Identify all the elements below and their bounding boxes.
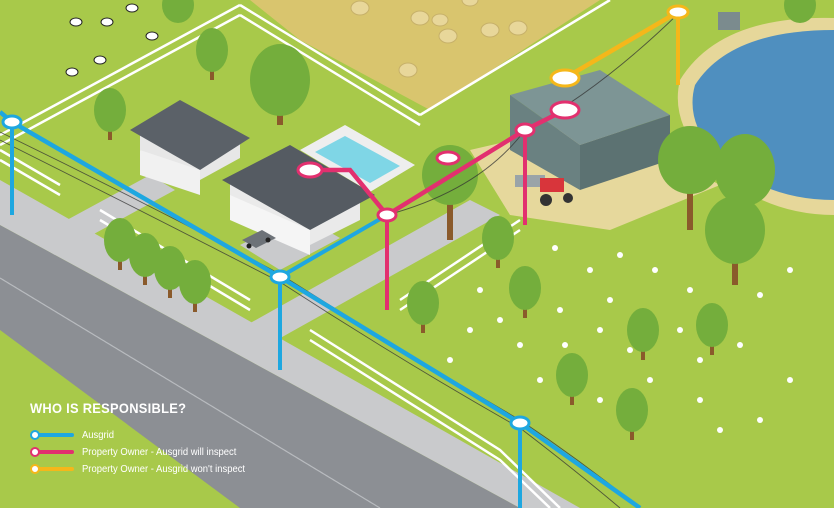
property-owner-not-inspected-line [549,4,690,88]
driveway-main [220,200,500,355]
ausgrid-line [0,110,642,508]
legend-title: WHO IS RESPONSIBLE? [30,400,187,416]
legend-item-owner-not-inspected: Property Owner - Ausgrid won't inspect [30,460,310,477]
property-owner-inspected-line [296,100,581,310]
legend-swatch-yellow [30,463,74,474]
trees [94,0,816,440]
tractor [515,175,573,206]
water-tank [718,12,740,30]
cows [65,3,159,77]
farm-shed [510,70,670,190]
legend-swatch-blue [30,429,74,440]
legend-item-owner-inspected: Property Owner - Ausgrid will inspect [30,443,310,460]
legend-swatch-pink [30,446,74,457]
legend-label: Property Owner - Ausgrid won't inspect [82,462,246,475]
legend-item-ausgrid: Ausgrid [30,426,310,443]
sheep-flock [447,245,793,433]
legend-label: Ausgrid [82,428,115,441]
hay-bales [350,0,528,78]
car [242,230,276,249]
back-house [130,100,250,195]
front-house [222,145,375,255]
swimming-pool [315,136,400,183]
legend-label: Property Owner - Ausgrid will inspect [82,445,237,458]
responsibility-legend: WHO IS RESPONSIBLE? Ausgrid Property Own… [30,400,310,477]
